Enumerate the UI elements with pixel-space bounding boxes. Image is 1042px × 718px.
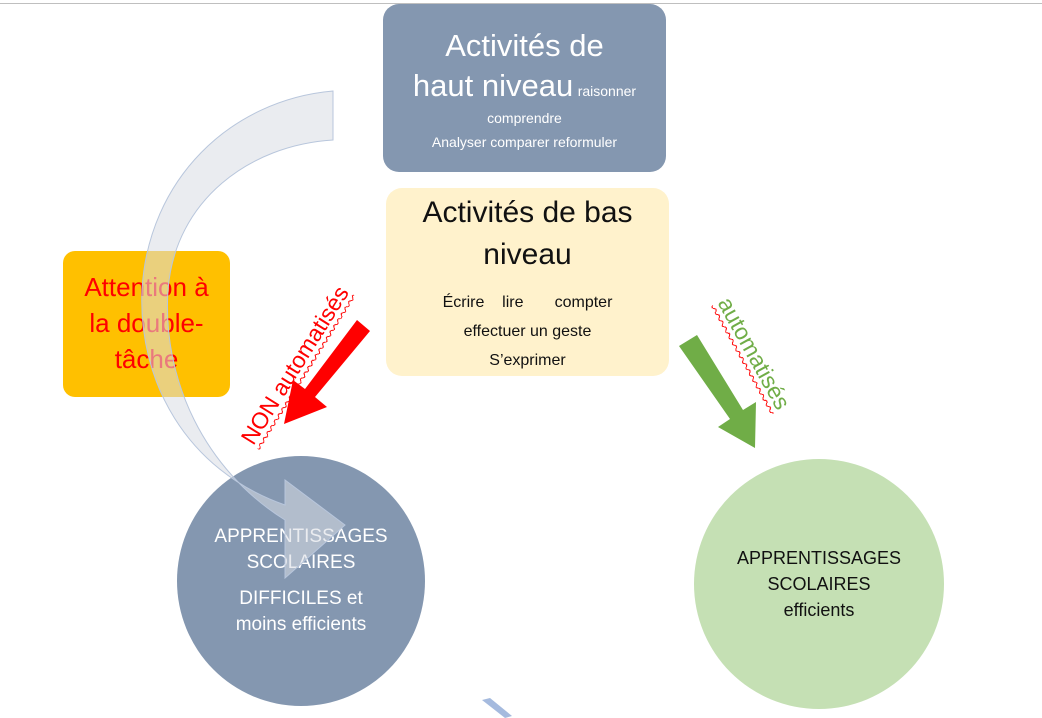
top-border-line (0, 3, 1042, 4)
high-level-raisonner: raisonner (577, 83, 637, 99)
efficient-learning-circle: APPRENTISSAGES SCOLAIRES efficients (694, 459, 944, 709)
high-level-line-4: Analyser comparer reformuler (431, 134, 618, 150)
low-level-title-line-2: niveau (483, 238, 572, 271)
high-level-activities-box: Activités de haut niveau raisonner compr… (383, 4, 666, 172)
green-down-right-arrow-icon (679, 335, 756, 448)
low-level-line-1: Écrire lire compter (442, 294, 613, 311)
low-level-line-3: S’exprimer (489, 352, 566, 369)
red-down-left-arrow-icon (284, 320, 370, 424)
low-level-activities-box: Activités de bas niveau Écrire lire comp… (386, 188, 669, 376)
left-circle-line-4: moins efficients (235, 614, 367, 635)
low-level-line-2: effectuer un geste (463, 323, 592, 340)
low-level-title-line-1: Activités de bas (422, 196, 633, 229)
right-circle-line-1: APPRENTISSAGES (736, 548, 902, 568)
right-circle-line-2: SCOLAIRES (767, 574, 871, 594)
high-level-title-line-2: haut niveau (412, 68, 574, 103)
high-level-line-3: comprendre (487, 110, 562, 126)
curved-arrow-icon (141, 90, 346, 580)
right-circle-line-3: efficients (783, 600, 855, 620)
bottom-fragment-shape (482, 698, 512, 718)
left-circle-line-3: DIFFICILES et (239, 588, 363, 609)
high-level-title-line-1: Activités de (445, 28, 604, 63)
